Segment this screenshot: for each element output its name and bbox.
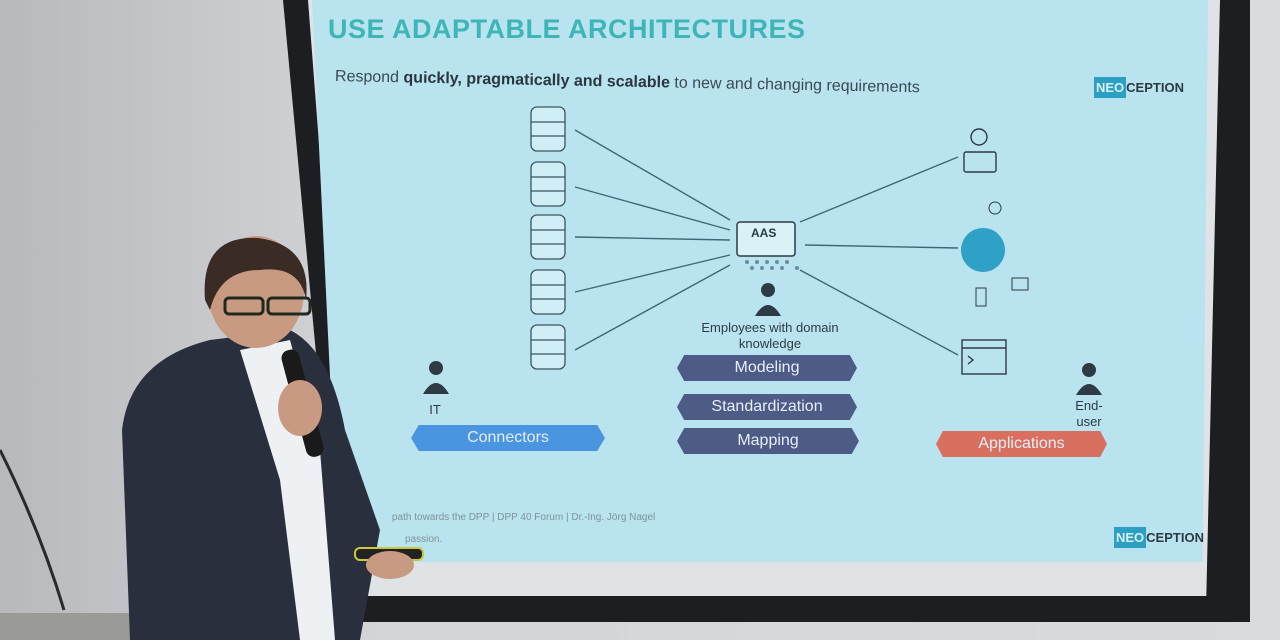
connectors-pill: Connectors — [411, 425, 605, 451]
mapping-pill: Mapping — [677, 428, 859, 454]
lectern-microphone — [0, 449, 66, 611]
presentation-slide — [312, 0, 1208, 562]
database-icon — [530, 269, 566, 315]
shirt — [240, 340, 335, 640]
enduser-label: End-user — [1075, 398, 1103, 429]
it-person-icon — [423, 361, 449, 394]
database-icon — [530, 214, 566, 260]
glasses — [223, 296, 265, 316]
employee-person-icon — [755, 283, 781, 316]
terminal-icon — [961, 339, 1007, 375]
globe-network-icon — [961, 201, 1029, 307]
aas-label: AAS — [751, 226, 777, 240]
aas-icon — [736, 221, 799, 270]
enduser-person-icon — [1076, 363, 1102, 395]
arrows — [574, 129, 959, 356]
modeling-pill: Modeling — [677, 355, 857, 381]
developer-icon — [963, 128, 997, 173]
hair — [204, 237, 307, 310]
database-icon — [530, 106, 566, 152]
slide-title: USE ADAPTABLE ARCHITECTURES — [328, 14, 806, 44]
standardization-pill: Standardization — [677, 394, 857, 420]
employees-label: Employees with domain knowledge — [701, 320, 839, 351]
presenter — [0, 236, 424, 640]
footer-tagline: passion. — [405, 534, 443, 545]
footer-text: path towards the DPP | DPP 40 Forum | Dr… — [392, 512, 656, 523]
database-icon — [530, 324, 566, 370]
it-label: IT — [429, 402, 441, 417]
database-icon — [530, 161, 566, 207]
hand — [278, 380, 322, 436]
applications-pill: Applications — [936, 431, 1107, 457]
database-icons — [530, 106, 566, 370]
person-icons — [423, 283, 1102, 395]
